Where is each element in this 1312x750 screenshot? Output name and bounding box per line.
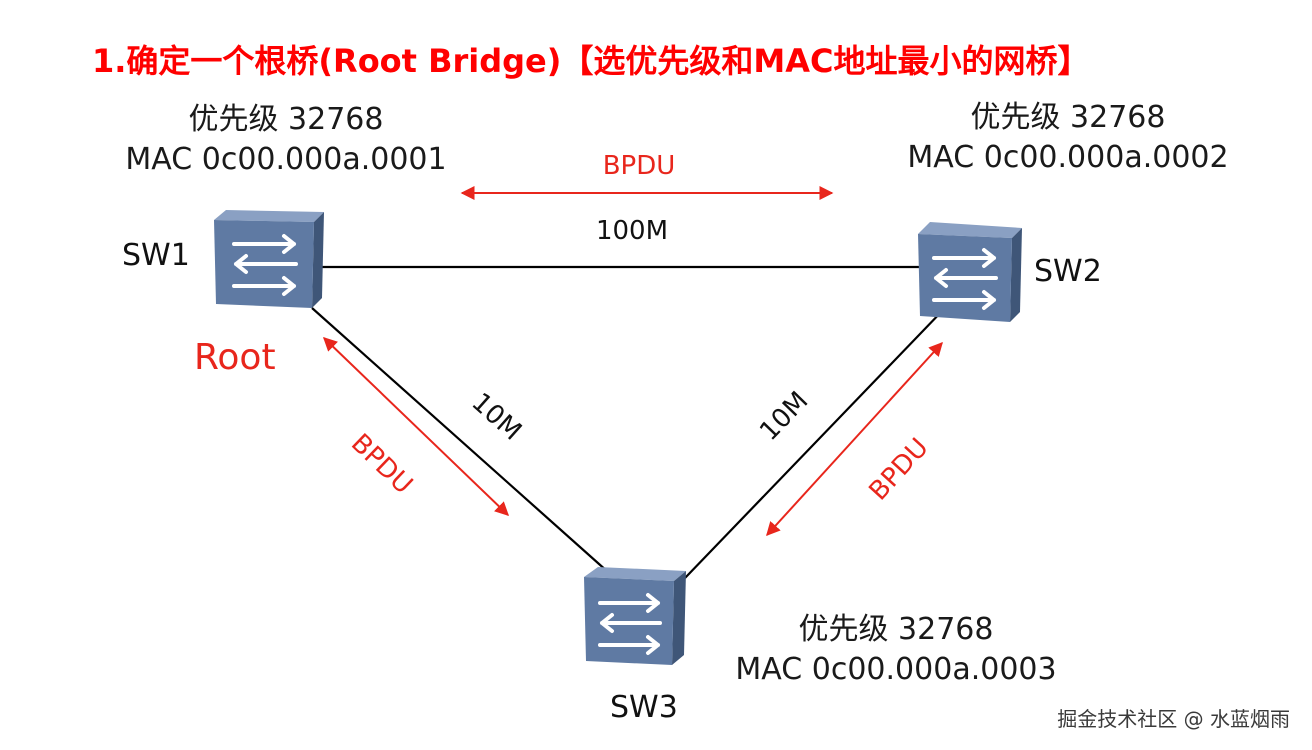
switch-sw2-icon [918,222,1022,322]
sw1-priority: 优先级 32768 [188,102,384,137]
bpdu-label-sw2-sw3: BPDU [864,433,935,507]
bpdu-arrow-sw2-sw3 [766,341,943,537]
watermark: 掘金技术社区 @ 水蓝烟雨 [1057,707,1290,731]
sw2-priority: 优先级 32768 [970,100,1166,135]
bpdu-arrow-sw1-sw3 [322,337,510,516]
switch-sw3-icon [584,567,686,665]
bpdu-label-sw1-sw2: BPDU [603,151,676,181]
sw1-info: 优先级 32768 MAC 0c00.000a.0001 [100,100,472,180]
diagram-title: 1.确定一个根桥(Root Bridge)【选优先级和MAC地址最小的网桥】 [92,42,1090,80]
sw2-label: SW2 [1034,254,1102,289]
sw2-mac: MAC 0c00.000a.0002 [907,140,1229,175]
speed-label-sw1-sw3: 10M [466,387,527,446]
sw2-info: 优先级 32768 MAC 0c00.000a.0002 [880,98,1256,178]
sw3-label: SW3 [610,690,678,725]
speed-label-sw1-sw2: 100M [596,216,668,246]
sw3-info: 优先级 32768 MAC 0c00.000a.0003 [708,610,1084,690]
sw3-mac: MAC 0c00.000a.0003 [735,652,1057,687]
root-bridge-label: Root [194,337,276,378]
switch-sw1-icon [214,210,324,308]
bpdu-label-sw1-sw3: BPDU [345,428,418,500]
sw3-priority: 优先级 32768 [798,612,994,647]
sw1-mac: MAC 0c00.000a.0001 [125,142,447,177]
speed-label-sw2-sw3: 10M [754,386,814,447]
sw1-label: SW1 [122,238,190,273]
